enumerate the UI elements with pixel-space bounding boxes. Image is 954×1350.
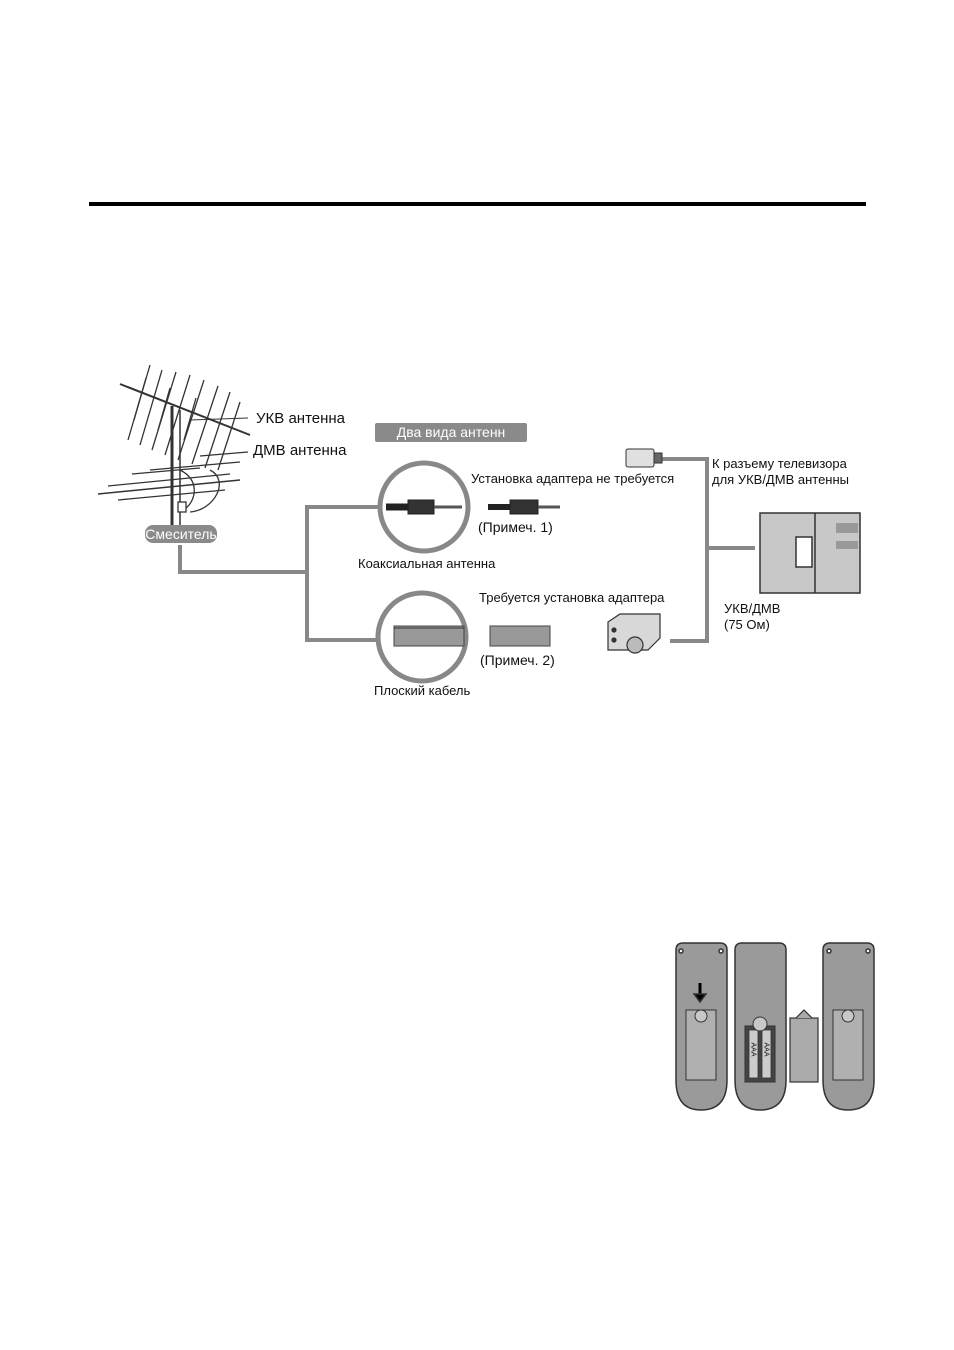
tv-back-panel xyxy=(760,513,860,593)
uhf-antenna-label: ДМВ антенна xyxy=(253,442,346,459)
no-adapter-label: Установка адаптера не требуется xyxy=(471,471,674,486)
coaxial-label: Коаксиальная антенна xyxy=(358,556,495,571)
note1-label: (Примеч. 1) xyxy=(478,519,553,535)
two-types-label: Два вида антенн xyxy=(375,423,527,442)
f-connector xyxy=(626,449,662,467)
tv-connector-label-1: К разъему телевизора xyxy=(712,456,847,471)
remote-2 xyxy=(735,943,786,1110)
remote-1 xyxy=(676,943,727,1110)
adapter-required-label: Требуется установка адаптера xyxy=(479,590,664,605)
note2-label: (Примеч. 2) xyxy=(480,652,555,668)
balun-adapter xyxy=(608,614,660,653)
tv-jack-label-2: (75 Ом) xyxy=(724,617,770,632)
coaxial-circle xyxy=(380,463,468,551)
battery-label-1: AAA xyxy=(750,1042,757,1056)
antenna-illustration xyxy=(98,365,250,528)
battery-label-2: AAA xyxy=(763,1042,770,1056)
flat-cable-label: Плоский кабель xyxy=(374,683,470,698)
tv-connector-label-2: для УКВ/ДМВ антенны xyxy=(712,472,849,487)
flat-cable-segment xyxy=(490,626,550,646)
remote-3 xyxy=(823,943,874,1110)
vhf-antenna-label: УКВ антенна xyxy=(256,410,345,427)
coax-plug xyxy=(488,500,560,514)
tv-jack-label-1: УКВ/ДМВ xyxy=(724,601,780,616)
flat-cable-circle xyxy=(378,593,466,681)
battery-cover xyxy=(790,1010,818,1082)
mixer-label: Смеситель xyxy=(145,525,217,543)
